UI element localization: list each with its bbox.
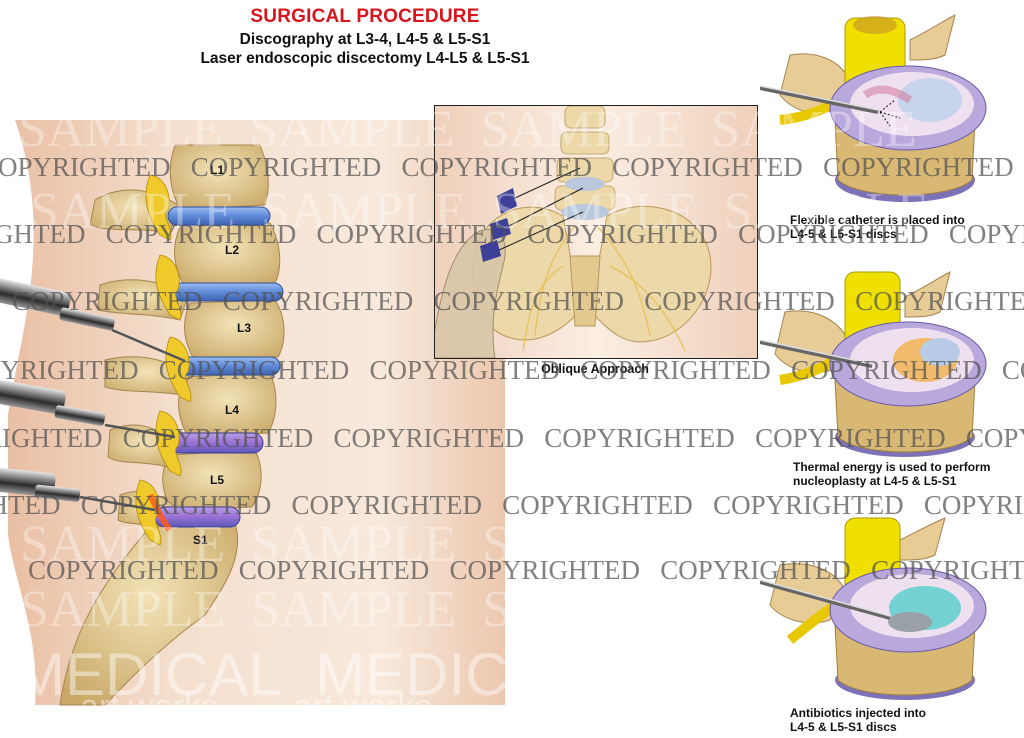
step-1-caption: Flexible catheter is placed into L4-5 & … [790, 213, 965, 241]
oblique-approach-caption: Oblique Approach [541, 362, 649, 376]
step-3-caption-line1: Antibiotics injected into [790, 706, 927, 720]
vertebra-label-l5: L5 [210, 473, 225, 487]
step-2-caption-line1: Thermal energy is used to perform [793, 460, 991, 474]
page-title: SURGICAL PROCEDURE [250, 6, 480, 27]
step-1-caption-line1: Flexible catheter is placed into [790, 213, 965, 227]
procedure-subtitle-discectomy: Laser endoscopic discectomy L4-L5 & L5-S… [200, 50, 530, 67]
vertebra-label-l4: L4 [225, 403, 240, 417]
vertebra-label-l1: L1 [210, 163, 225, 177]
vertebra-label-s1: S1 [193, 533, 208, 547]
lateral-spine-illustration: L1 L2 L3 L4 L5 S1 [0, 115, 505, 710]
pelvis-posterior-graphic [435, 106, 757, 358]
lateral-spine-graphic [0, 120, 505, 706]
step-3-illustration [759, 510, 1024, 700]
oblique-approach-inset [434, 105, 758, 359]
step-1-caption-line2: L4-5 & L5-S1 discs [790, 227, 897, 241]
step-2-caption-line2: nucleoplasty at L4-5 & L5-S1 [793, 474, 957, 488]
step-2-illustration [759, 262, 1024, 457]
step-3-caption-line2: L4-5 & L5-S1 discs [790, 720, 897, 734]
vertebra-label-l2: L2 [225, 243, 240, 257]
procedure-subtitle-discography: Discography at L3-4, L4-5 & L5-S1 [239, 31, 491, 48]
step-3-caption: Antibiotics injected into L4-5 & L5-S1 d… [790, 706, 926, 734]
vertebra-label-l3: L3 [237, 321, 252, 335]
step-2-caption: Thermal energy is used to perform nucleo… [793, 460, 990, 488]
axial-disc-antibiotic-graphic [759, 517, 987, 700]
axial-disc-catheter-graphic [759, 14, 987, 202]
step-1-illustration [759, 0, 1024, 206]
axial-disc-thermal-graphic [759, 271, 987, 457]
